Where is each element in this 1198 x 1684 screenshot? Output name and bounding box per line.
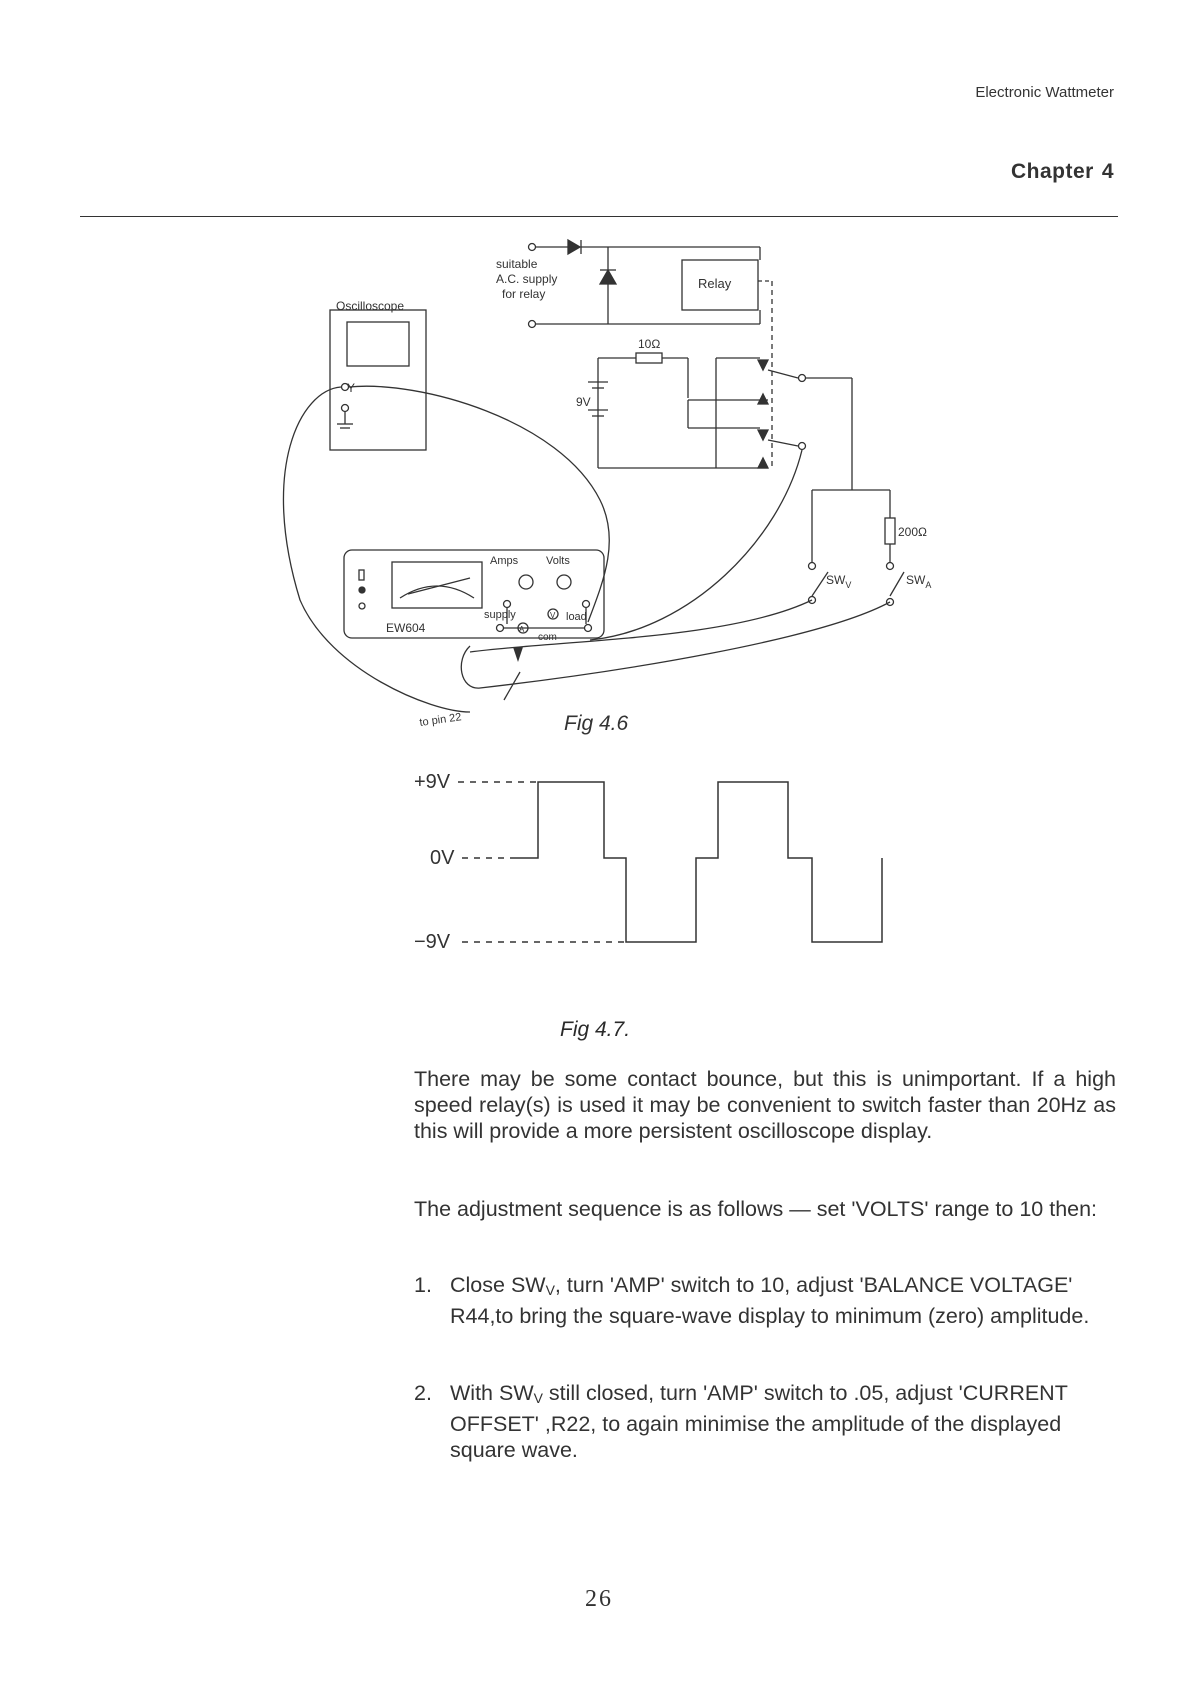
list-item-text: With SWV still closed, turn 'AMP' switch…	[450, 1381, 1068, 1462]
list-item-number: 2.	[414, 1381, 432, 1405]
a-terminal-label: A	[519, 625, 525, 634]
relay-supply-label-3: for relay	[502, 287, 545, 301]
resistor-10-label: 10Ω	[638, 337, 660, 351]
resistor-200-label: 200Ω	[898, 525, 927, 539]
battery-label: 9V	[576, 395, 591, 409]
level-label-minus-9v: −9V	[414, 931, 451, 953]
page-number: 26	[585, 1586, 613, 1612]
body-paragraph-1: There may be some contact bounce, but th…	[414, 1067, 1116, 1143]
supply-terminal-label: supply	[484, 609, 516, 621]
load-terminal-label: load	[566, 611, 587, 623]
amps-label: Amps	[490, 555, 519, 567]
chapter-number: 4	[1101, 160, 1114, 183]
header-rule	[80, 216, 1118, 217]
v-terminal-label: V	[550, 611, 556, 620]
fig-4-7-waveform: +9V 0V −9V	[414, 771, 883, 953]
osc-y-input-label: Y	[347, 381, 355, 395]
volts-label: Volts	[546, 555, 570, 567]
relay-supply-label-2: A.C. supply	[496, 272, 557, 286]
oscilloscope-label: Oscilloscope	[336, 299, 404, 313]
list-item-text: Close SWV, turn 'AMP' switch to 10, adju…	[450, 1273, 1090, 1328]
list-item: 2. With SWV still closed, turn 'AMP' swi…	[414, 1380, 1116, 1463]
meter-model-label: EW604	[386, 621, 426, 635]
relay-supply-label-1: suitable	[496, 257, 538, 271]
chapter-heading: Chapter 4	[1011, 160, 1114, 184]
fig-4-7-caption: Fig 4.7.	[560, 1018, 631, 1041]
level-label-0v: 0V	[430, 847, 455, 869]
switch-a-label: SWA	[906, 573, 931, 590]
level-label-plus-9v: +9V	[414, 771, 451, 793]
chapter-label: Chapter	[1010, 160, 1094, 183]
pin-22-label: to pin 22	[419, 711, 462, 729]
fig-4-6-caption: Fig 4.6	[564, 712, 629, 735]
fig-4-6-circuit-diagram: suitable A.C. supply for relay Relay Osc…	[282, 238, 931, 735]
body-paragraph-2: The adjustment sequence is as follows — …	[414, 1197, 1098, 1221]
list-item: 1. Close SWV, turn 'AMP' switch to 10, a…	[414, 1272, 1116, 1329]
com-terminal-label: com	[538, 632, 557, 643]
list-item-number: 1.	[414, 1273, 432, 1297]
relay-label: Relay	[698, 276, 732, 291]
switch-v-label: SWV	[826, 573, 851, 590]
running-title: Electronic Wattmeter	[975, 84, 1114, 101]
